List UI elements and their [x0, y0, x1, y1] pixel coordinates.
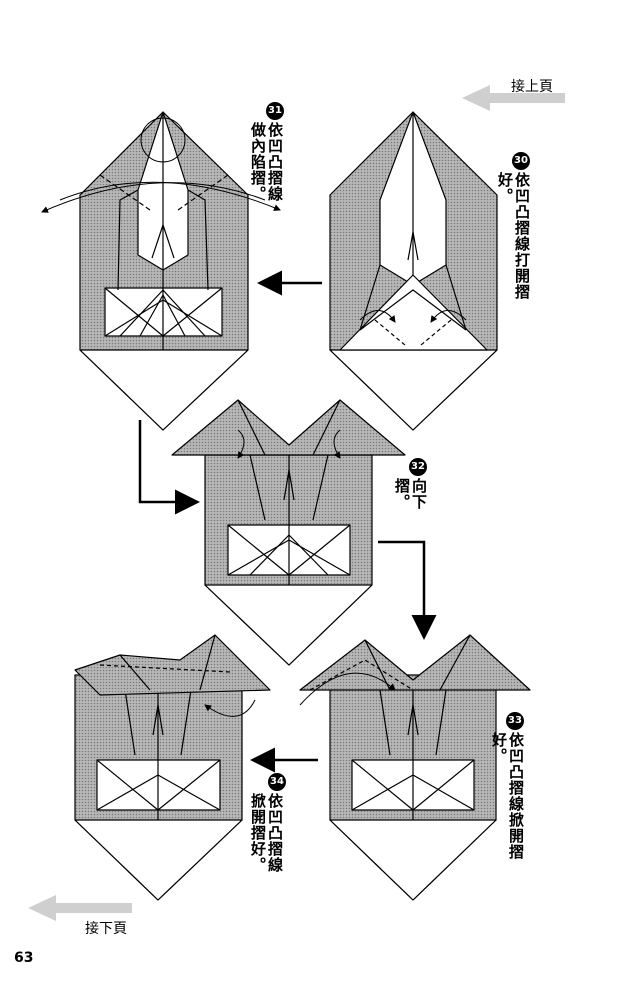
page-number: 63	[14, 950, 34, 966]
figure-step-34	[74, 634, 271, 901]
step-31-text: 依凹凸摺線做內陷摺。	[249, 122, 284, 202]
figure-step-31	[41, 111, 281, 431]
figure-step-33	[299, 634, 531, 901]
step-33-text: 依凹凸摺線掀開摺好。	[490, 732, 525, 860]
step-34-number: 34	[268, 773, 286, 791]
step-32-text: 向下摺。	[393, 478, 428, 510]
step-31-number: 31	[266, 102, 284, 120]
figure-step-30	[329, 111, 498, 431]
flow-arrow-32-to-33	[378, 540, 437, 640]
nav-arrow-bottom	[28, 895, 132, 921]
nav-arrow-top	[462, 85, 565, 111]
step-30-text: 依凹凸摺線打開摺好。	[496, 172, 531, 300]
step-34-text: 依凹凸摺線掀開摺好。	[249, 793, 284, 873]
step-33-number: 33	[506, 712, 524, 730]
figure-step-32	[171, 399, 406, 666]
continue-from-label: 接上頁	[511, 79, 553, 95]
continue-to-label: 接下頁	[85, 921, 127, 937]
flow-arrow-31-to-32	[138, 420, 200, 515]
step-32-number: 32	[409, 458, 427, 476]
step-30-number: 30	[512, 152, 530, 170]
